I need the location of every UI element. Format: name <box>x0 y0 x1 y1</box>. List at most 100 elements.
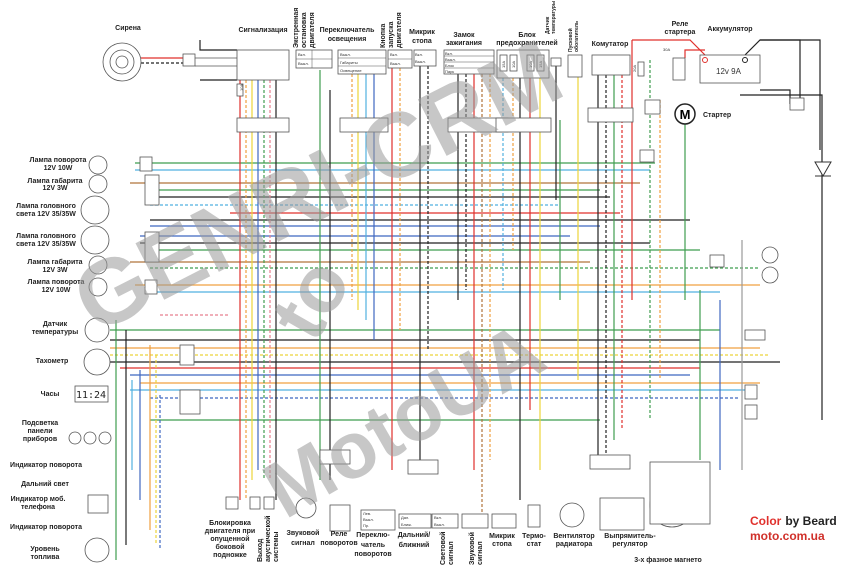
svg-text:сигнал: сигнал <box>448 541 455 565</box>
fuse-block-label-2: предохранителей <box>496 39 557 47</box>
svg-text:ближний: ближний <box>399 541 430 549</box>
alarm-fuse-label: 10A <box>239 84 244 91</box>
svg-text:света 12V 35/35W: света 12V 35/35W <box>16 241 76 248</box>
brake-switch-top-label: Микрик <box>409 29 435 36</box>
sidestand-switch <box>225 496 239 510</box>
starter-relay-label-2: стартера <box>665 29 696 36</box>
svg-text:Подсветка: Подсветка <box>22 420 58 427</box>
svg-text:остановка: остановка <box>301 12 308 48</box>
svg-text:Световой: Световой <box>439 532 447 565</box>
svg-text:12V 10W: 12V 10W <box>44 165 73 172</box>
svg-text:Выкл.: Выкл. <box>298 61 309 66</box>
connector <box>709 254 725 268</box>
svg-text:Выкл.: Выкл. <box>445 57 456 62</box>
svg-text:двигателя: двигателя <box>396 12 403 48</box>
svg-text:Звуковой: Звуковой <box>287 529 320 537</box>
ignition-label: Замок <box>453 32 475 39</box>
switch-table-labels: Лев.Выкл.Пр. Дал.Ближ. Вкл.Выкл. <box>363 511 445 528</box>
brake-switch-bottom <box>491 513 517 529</box>
svg-text:Индикатор поворота: Индикатор поворота <box>10 524 82 531</box>
motor-symbol: M <box>680 107 691 122</box>
relay-coil <box>789 97 805 111</box>
svg-text:двигателя при: двигателя при <box>205 528 255 535</box>
svg-text:Лев.: Лев. <box>363 511 371 516</box>
svg-text:поворотов: поворотов <box>320 540 358 547</box>
svg-text:Датчик: Датчик <box>545 16 551 34</box>
audio-out-connector <box>263 496 275 510</box>
svg-text:топлива: топлива <box>31 554 60 561</box>
svg-text:сигнал: сигнал <box>291 540 315 547</box>
svg-text:moto.com.ua: moto.com.ua <box>750 529 825 543</box>
choke <box>567 54 583 78</box>
svg-text:Дал.: Дал. <box>401 515 409 520</box>
commutator <box>591 54 631 76</box>
turn-relay <box>329 504 351 532</box>
svg-text:стат: стат <box>527 541 542 548</box>
battery: 12v 9A <box>699 54 761 84</box>
turn-switch-table <box>360 509 396 531</box>
svg-text:Кнопка: Кнопка <box>380 23 387 48</box>
wire-black <box>760 89 791 104</box>
svg-text:12V 3W: 12V 3W <box>43 267 68 274</box>
svg-text:панели: панели <box>28 428 53 435</box>
temp-gauge <box>84 317 110 343</box>
connector <box>744 384 758 400</box>
svg-text:света 12V 35/35W: света 12V 35/35W <box>16 211 76 218</box>
backlight-bulb <box>98 431 112 445</box>
svg-text:Лампа габарита: Лампа габарита <box>27 177 82 185</box>
fuel-gauge <box>84 537 110 563</box>
head-lamp-1 <box>80 195 110 225</box>
svg-text:Лампа поворота: Лампа поворота <box>28 279 85 286</box>
flash-switch-table <box>431 513 459 529</box>
ignition-label-2: зажигания <box>446 40 482 47</box>
commutator-label: Комутатор <box>592 41 629 48</box>
svg-text:Вкл.: Вкл. <box>390 52 398 57</box>
svg-text:Выпрямитель-: Выпрямитель- <box>604 533 656 540</box>
starter-label: Стартер <box>703 112 731 119</box>
svg-text:Габариты: Габариты <box>340 60 358 65</box>
svg-text:Парк: Парк <box>445 69 454 74</box>
svg-text:телефона: телефона <box>21 504 55 511</box>
head-lamp-2 <box>80 225 110 255</box>
svg-text:Вкл.: Вкл. <box>445 51 453 56</box>
tachometer <box>83 348 111 376</box>
connector <box>139 156 153 172</box>
fuse-block: 15A 10A 10A 15A <box>496 49 550 79</box>
relay-fuse-label: 30A <box>663 47 670 52</box>
brake-switch-top-label-2: стопа <box>412 38 432 45</box>
svg-text:12V 10W: 12V 10W <box>42 287 71 294</box>
svg-text:акустической: акустической <box>264 516 272 563</box>
svg-text:системы: системы <box>273 532 280 562</box>
magneto-frame <box>649 461 711 525</box>
svg-text:Блок: Блок <box>445 63 454 68</box>
alarm-unit <box>236 49 290 81</box>
lamp <box>761 246 779 264</box>
alarm-fuse <box>236 83 244 97</box>
svg-text:Пусковой: Пусковой <box>567 28 574 52</box>
svg-text:3-х фазное магнето: 3-х фазное магнето <box>634 557 702 564</box>
wire-black <box>760 39 821 150</box>
connector <box>744 329 766 341</box>
wire-black <box>740 94 823 420</box>
svg-text:Датчик: Датчик <box>43 321 68 328</box>
clock-display <box>74 385 109 403</box>
connector <box>587 107 634 123</box>
svg-text:Лампа габарита: Лампа габарита <box>27 258 82 266</box>
svg-text:Ближ.: Ближ. <box>401 522 412 527</box>
temp-sensor <box>550 57 562 67</box>
svg-text:Звуковой: Звуковой <box>468 532 476 565</box>
svg-text:приборов: приборов <box>23 435 58 443</box>
lamp <box>761 266 779 284</box>
phone-indicator-module <box>87 494 109 514</box>
svg-text:Переклю-: Переклю- <box>356 532 390 539</box>
connector <box>495 117 552 133</box>
fan-icon <box>559 502 585 528</box>
main-fuse-label: 20A <box>632 65 637 72</box>
connector <box>319 449 351 465</box>
svg-text:чатель: чатель <box>361 542 386 549</box>
horn-icon <box>295 497 317 519</box>
